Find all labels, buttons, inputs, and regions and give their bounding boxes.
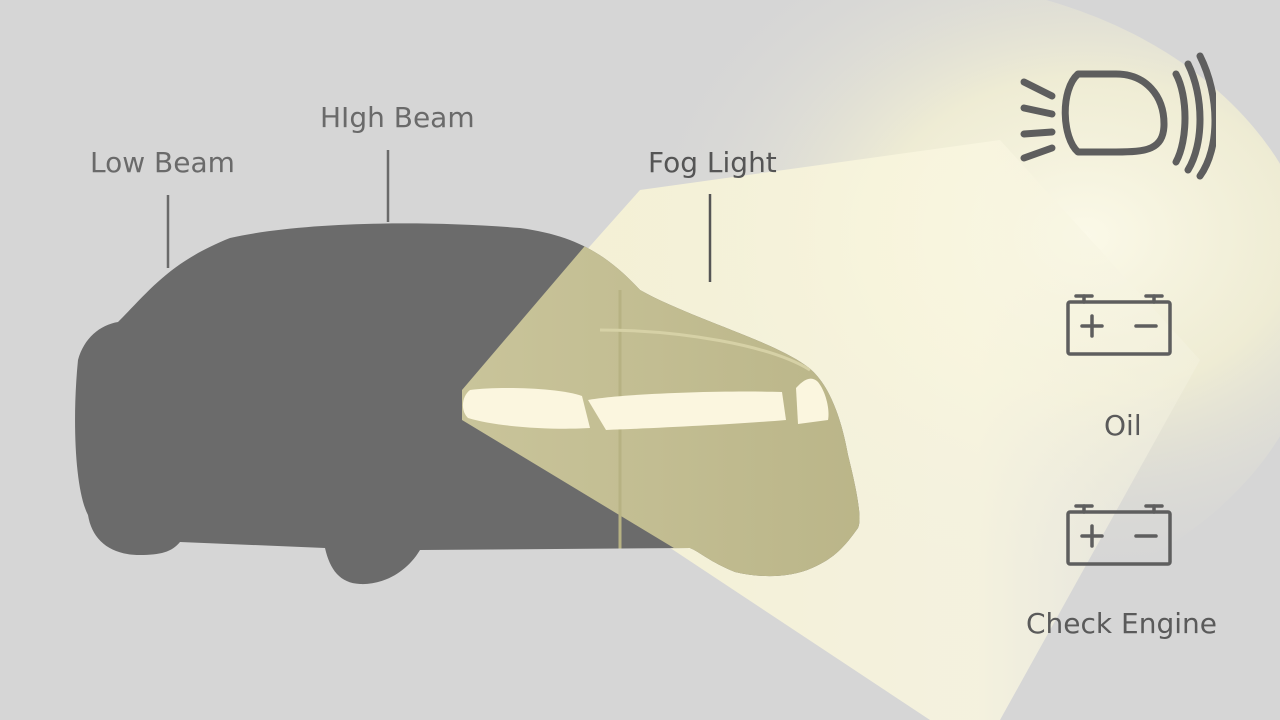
- label-high-beam: HIgh Beam: [320, 101, 475, 134]
- headlight-beam-icon: [1020, 52, 1216, 180]
- battery-icon: [1066, 504, 1172, 566]
- battery-icon: [1066, 294, 1172, 356]
- headlight-lamp-center: [588, 391, 786, 430]
- label-low-beam: Low Beam: [90, 146, 235, 179]
- label-check-engine: Check Engine: [1026, 607, 1217, 640]
- label-fog-light: Fog Light: [648, 146, 777, 179]
- label-oil: Oil: [1104, 409, 1142, 442]
- headlight-lamp-left: [462, 388, 590, 429]
- headlight-lamp-right: [796, 378, 829, 424]
